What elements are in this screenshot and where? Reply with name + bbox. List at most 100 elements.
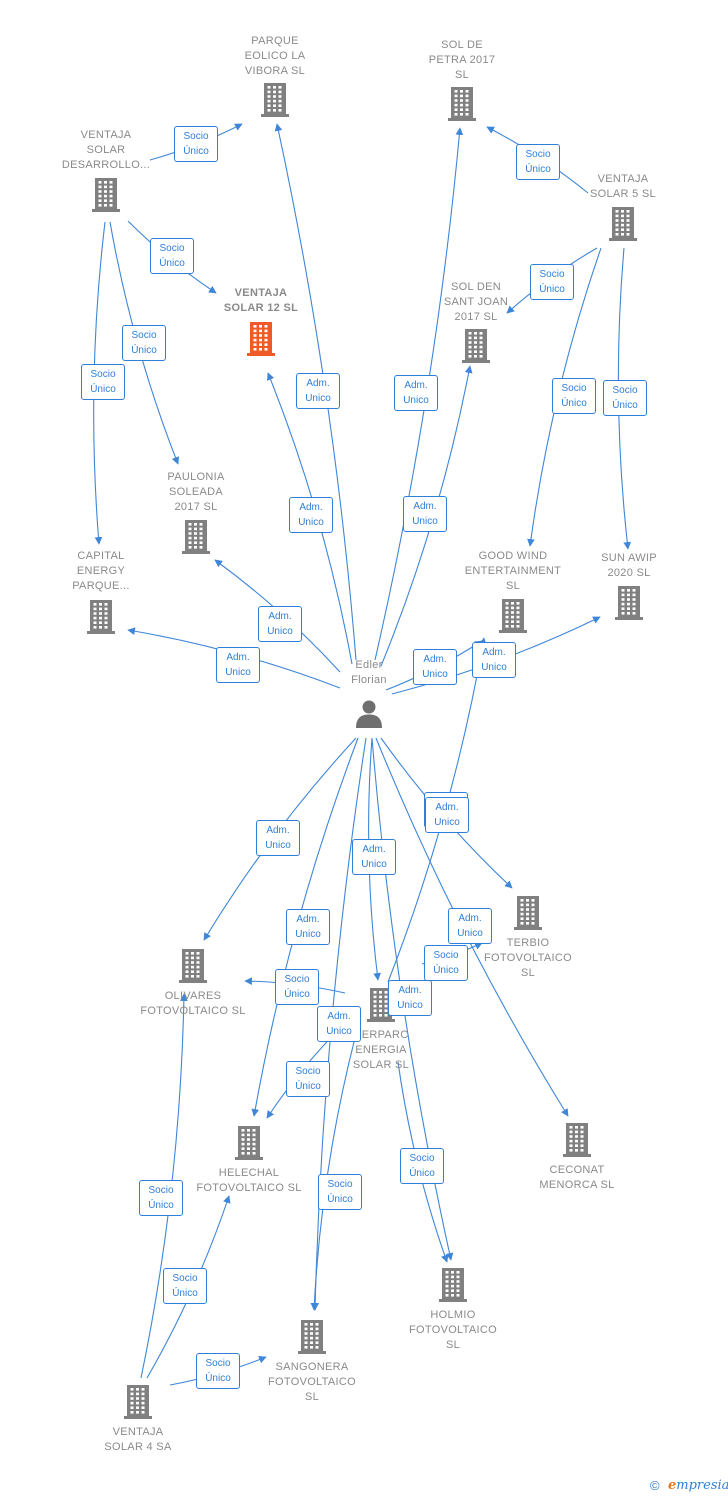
edge-label-line: Unico [295,929,321,940]
edge-label-adm[interactable]: Adm.Unico [413,649,457,685]
edge-label-adm[interactable]: Adm.Unico [388,980,432,1016]
building-icon [247,322,275,356]
edge-label-line: Único [525,164,551,175]
building-icon [261,83,289,117]
edge-label-adm[interactable]: Adm.Unico [448,908,492,944]
company-name-line: SOLAR 5 SL [590,188,656,200]
company-name-line: SOLAR SL [352,1059,410,1071]
edge-label-adm[interactable]: Adm.Unico [258,606,302,642]
edge-label-line: Socio [172,1273,198,1284]
company-name-line: TERBIO [506,937,550,949]
edge-label-line: Único [284,989,310,1000]
company-name-line: ENERGY [76,565,126,577]
edge-label-line: Único [327,1194,353,1205]
person-icon [356,700,382,728]
edge-label-line: Unico [422,669,448,680]
building-icon [182,520,210,554]
edge-label-adm[interactable]: Adm.Unico [296,373,340,409]
building-icon [439,1268,467,1302]
building-icon [87,600,115,634]
edge-label-line: Socio [327,1179,353,1190]
company-name-line: VIBORA SL [244,65,306,77]
edge-label-line: Adm. [458,913,482,924]
company-name-line: MENORCA SL [539,1179,615,1191]
edge-label-line: Socio [159,243,185,254]
edge-label-line: Unico [305,393,331,404]
brand-logo[interactable]: empresia [668,1478,728,1493]
edge-label-line: Socio [131,330,157,341]
company-name-line: CAPITAL [77,550,125,562]
company-name-line: FOTOVOLTAICO [484,952,572,964]
company-name-line: SOL DE [441,39,483,51]
building-icon [124,1385,152,1419]
edge-label-line: Socio [539,269,565,280]
company-name-line: SOLEADA [168,486,224,498]
edge-label-adm[interactable]: Adm.Unico [289,497,333,533]
company-name-line: SL [445,1339,461,1351]
company-name-line: 2017 SL [174,501,218,513]
edge-label-line: Unico [298,517,324,528]
edge-label-adm[interactable]: Adm.Unico [472,642,516,678]
edge-label-adm[interactable]: Adm.Unico [403,496,447,532]
edge-label-line: Unico [265,840,291,851]
edge-label-line: Socio [561,383,587,394]
edge-label-line: Adm. [413,501,437,512]
company-name-line: ENTERTAINMENT [464,565,562,577]
building-icon [609,207,637,241]
building-icon [499,599,527,633]
edge-label-line: Único [131,345,157,356]
edge-label-line: Unico [403,395,429,406]
company-name-line: HELECHAL [218,1167,280,1179]
company-name-line: SANGONERA [275,1361,349,1373]
edge-label-line: Adm. [226,652,250,663]
company-name-line: 2020 SL [607,567,651,579]
edge-label-line: Socio [148,1185,174,1196]
company-name-line: VENTAJA [597,173,649,185]
edge-label-line: Unico [434,817,460,828]
company-name-line: FOTOVOLTAICO SL [196,1182,302,1194]
edge-label-adm[interactable]: Adm.Unico [394,375,438,411]
person-name-line: Florian [351,674,387,686]
company-name-line: SOLAR [86,144,126,156]
edge-label-line: Socio [284,974,310,985]
edge-label-line: Único [409,1168,435,1179]
edge-label-line: Socio [90,369,116,380]
edge-label-adm[interactable]: Adm.Unico [216,647,260,683]
company-name-line: EOLICO LA [244,50,306,62]
edge-label-adm[interactable]: Adm.Unico [256,820,300,856]
edge-label-adm[interactable]: Adm.Unico [425,797,469,833]
edge-label-line: Adm. [398,985,422,996]
edge-label-line: Único [172,1288,198,1299]
building-icon [448,87,476,121]
edge-label-adm[interactable]: Adm.Unico [317,1006,361,1042]
person-name-line: Edler [355,659,383,671]
building-icon [92,178,120,212]
edge-label-adm[interactable]: Adm.Unico [286,909,330,945]
edge-label-line: Único [433,965,459,976]
edge-label-adm[interactable]: Adm.Unico [352,839,396,875]
edge-label-line: Socio [205,1358,231,1369]
